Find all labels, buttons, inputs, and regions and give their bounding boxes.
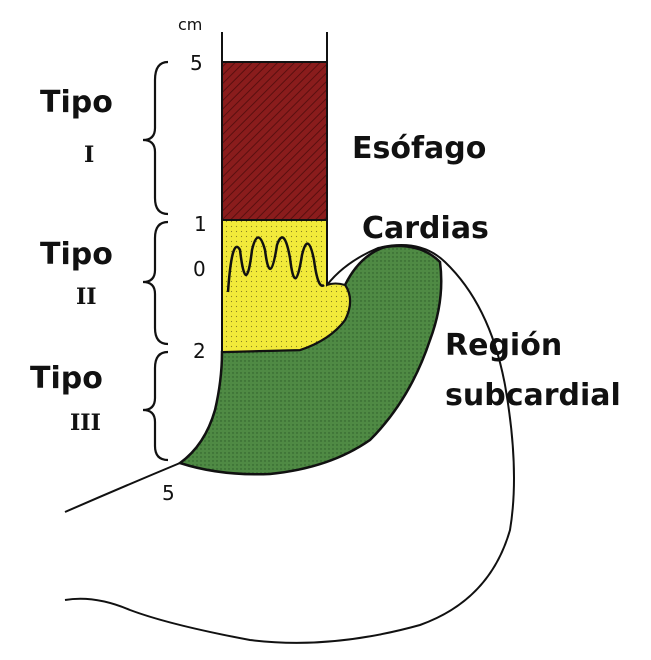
tipo-1-word: Tipo	[40, 85, 113, 120]
label-region-line1: Región	[445, 328, 562, 363]
label-region-line2: subcardial	[445, 378, 621, 413]
label-esofago: Esófago	[352, 131, 486, 166]
brace-type-2	[143, 222, 168, 344]
type-1-esophagus-region	[222, 62, 327, 220]
tick-5-top: 5	[190, 51, 203, 75]
brace-type-3	[143, 352, 168, 460]
tipo-2-word: Tipo	[40, 237, 113, 272]
tick-5-bottom: 5	[162, 481, 175, 505]
scale-unit: cm	[178, 15, 202, 34]
tipo-1-number: I	[84, 142, 94, 168]
tipo-3-word: Tipo	[30, 361, 103, 396]
tick-0: 0	[193, 257, 206, 281]
tick-2: 2	[193, 339, 206, 363]
label-cardias: Cardias	[362, 211, 489, 246]
brace-type-1	[143, 62, 168, 214]
tipo-3-number: III	[70, 410, 101, 436]
tipo-2-number: II	[76, 284, 97, 310]
tick-1: 1	[194, 212, 207, 236]
